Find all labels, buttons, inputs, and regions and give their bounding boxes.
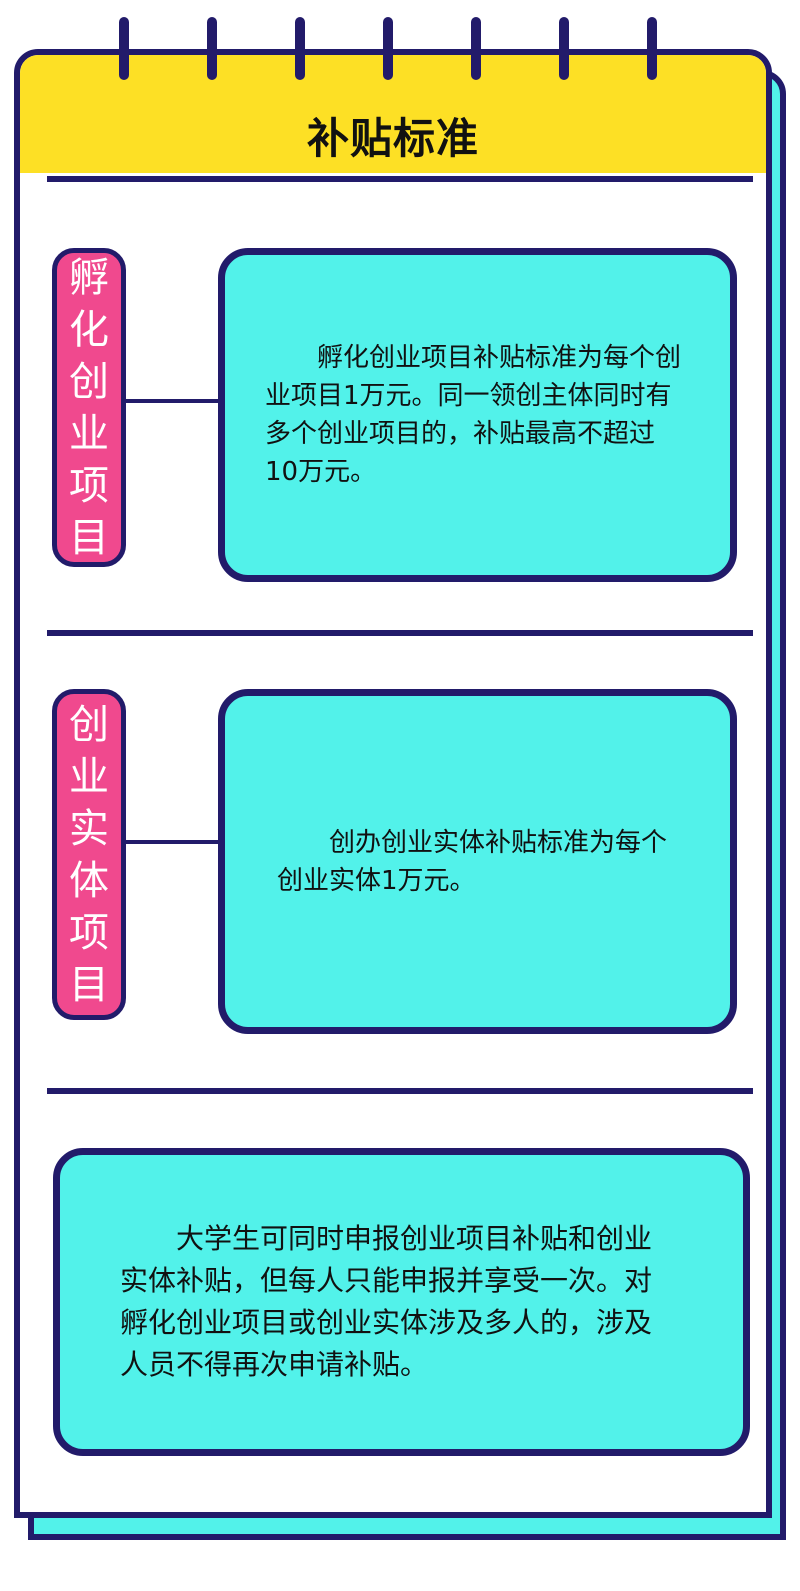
binder-ring-icon xyxy=(559,17,569,80)
divider xyxy=(47,1088,753,1094)
section-label-text: 孵化创业项目 xyxy=(69,254,109,561)
application-rule-box: 大学生可同时申报创业项目补贴和创业实体补贴，但每人只能申报并享受一次。对孵化创业… xyxy=(53,1148,750,1456)
application-rule-text: 大学生可同时申报创业项目补贴和创业实体补贴，但每人只能申报并享受一次。对孵化创业… xyxy=(120,1222,653,1381)
entity-subsidy-box: 创办创业实体补贴标准为每个创业实体1万元。 xyxy=(218,689,737,1034)
binder-ring-icon xyxy=(383,17,393,80)
connector-line xyxy=(126,399,220,403)
binder-ring-icon xyxy=(207,17,217,80)
section-label-incubation: 孵化创业项目 xyxy=(52,248,126,567)
incubation-subsidy-box: 孵化创业项目补贴标准为每个创业项目1万元。同一领创主体同时有多个创业项目的，补贴… xyxy=(218,248,737,582)
binder-ring-icon xyxy=(471,17,481,80)
card-header: 补贴标准 xyxy=(20,55,766,173)
entity-subsidy-text: 创办创业实体补贴标准为每个创业实体1万元。 xyxy=(277,827,668,896)
divider xyxy=(47,176,753,182)
connector-line xyxy=(126,840,220,844)
section-label-entity: 创业实体项目 xyxy=(52,689,126,1020)
binder-ring-icon xyxy=(119,17,129,80)
incubation-subsidy-text: 孵化创业项目补贴标准为每个创业项目1万元。同一领创主体同时有多个创业项目的，补贴… xyxy=(265,343,682,487)
section-label-text: 创业实体项目 xyxy=(69,701,109,1008)
binder-ring-icon xyxy=(295,17,305,80)
binder-ring-icon xyxy=(647,17,657,80)
page-title: 补贴标准 xyxy=(306,114,479,163)
divider xyxy=(47,630,753,636)
